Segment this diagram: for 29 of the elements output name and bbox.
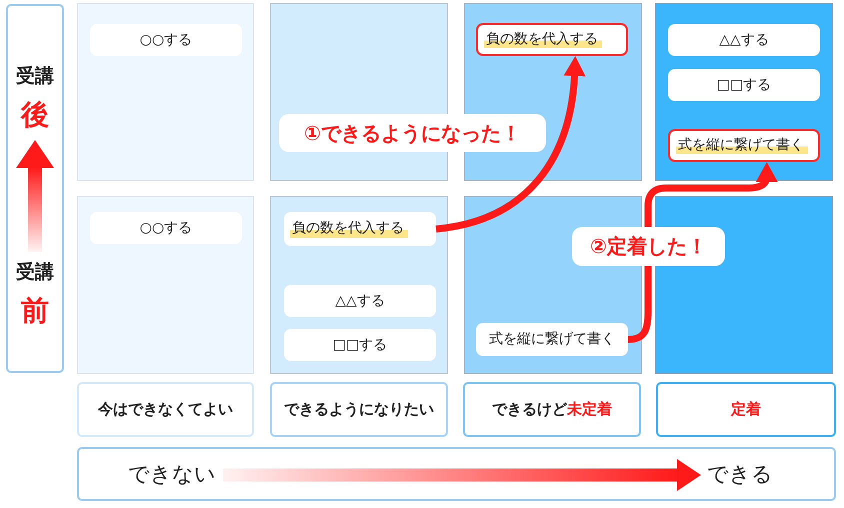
column-header: できるけど未定着 [463, 382, 641, 437]
column-header: 定着 [656, 382, 836, 437]
skill-card: ○○する [90, 24, 242, 56]
skill-card: △△する [668, 24, 820, 56]
skill-card: 式を縦に繋げて書く [668, 129, 820, 162]
matrix-cell [270, 196, 448, 374]
axis-label: 受講 [16, 260, 54, 284]
scale-label: できない [128, 461, 216, 487]
edge-label: ①できるようになった！ [279, 114, 546, 152]
column-header: 今はできなくてよい [77, 382, 254, 437]
skill-card: 負の数を代入する [476, 23, 628, 56]
skill-card: □□する [284, 329, 436, 361]
scale-bar [77, 447, 836, 501]
matrix-cell [655, 3, 833, 181]
axis-panel [6, 4, 64, 373]
skill-card: ○○する [90, 212, 242, 244]
skill-card: □□する [668, 69, 820, 101]
curved-arrow [628, 162, 778, 343]
axis-label: 前 [21, 294, 49, 328]
scale-label: できる [707, 461, 773, 487]
column-header: できるようになりたい [270, 382, 448, 437]
edge-label: ②定着した！ [572, 227, 725, 266]
skill-card: △△する [284, 285, 436, 317]
skill-card: 式を縦に繋げて書く [476, 323, 628, 356]
matrix-cell [77, 196, 254, 374]
axis-label: 後 [21, 98, 49, 132]
axis-label: 受講 [16, 64, 54, 88]
matrix-cell [77, 3, 254, 181]
skill-card: 負の数を代入する [284, 212, 436, 246]
